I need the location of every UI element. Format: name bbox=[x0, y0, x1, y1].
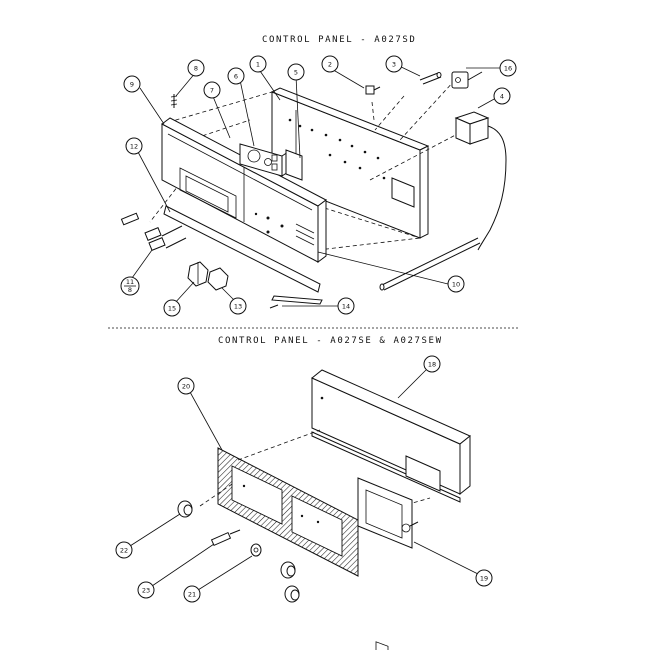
top-diagram-title: CONTROL PANEL - A027SD bbox=[262, 35, 416, 45]
callout-18: 18 bbox=[423, 355, 441, 373]
callout-14: 14 bbox=[337, 297, 355, 315]
svg-text:15: 15 bbox=[168, 305, 176, 313]
knob-15 bbox=[187, 261, 209, 287]
callout-10: 10 bbox=[447, 275, 465, 293]
callout-3: 3 bbox=[385, 55, 403, 73]
rod-10 bbox=[379, 237, 481, 291]
capillary-rod-3 bbox=[419, 72, 442, 85]
switch-box-4 bbox=[454, 111, 507, 251]
svg-text:10: 10 bbox=[452, 281, 460, 289]
callout-4: 4 bbox=[493, 87, 511, 105]
svg-text:8: 8 bbox=[128, 286, 132, 294]
callout-13: 13 bbox=[229, 297, 247, 315]
svg-text:1: 1 bbox=[256, 61, 260, 69]
callout-15: 15 bbox=[163, 299, 181, 317]
panel-knobs bbox=[280, 561, 300, 603]
shaft-23 bbox=[210, 529, 241, 547]
svg-text:12: 12 bbox=[130, 143, 138, 151]
bracket-19 bbox=[357, 477, 419, 650]
callout-8: 8 bbox=[187, 59, 205, 77]
bottom-assembly bbox=[177, 369, 471, 650]
top-callouts: 9 8 7 6 1 5 2 3 16 4 12 10 11 8 15 13 14 bbox=[120, 55, 517, 317]
svg-text:3: 3 bbox=[392, 61, 396, 69]
screw-8 bbox=[170, 94, 178, 108]
callout-16: 16 bbox=[499, 59, 517, 77]
callout-23: 23 bbox=[137, 581, 155, 599]
svg-text:4: 4 bbox=[500, 93, 504, 101]
thermostat-16 bbox=[451, 71, 483, 89]
callout-12: 12 bbox=[125, 137, 143, 155]
svg-text:20: 20 bbox=[182, 383, 190, 391]
rear-panel-18 bbox=[311, 369, 471, 503]
svg-text:8: 8 bbox=[194, 65, 198, 73]
hatched-front-panel-20 bbox=[217, 447, 359, 577]
callout-1: 1 bbox=[249, 55, 267, 73]
screw-2 bbox=[365, 85, 381, 95]
callout-22: 22 bbox=[115, 541, 133, 559]
knob-22 bbox=[177, 500, 193, 518]
svg-text:7: 7 bbox=[210, 87, 214, 95]
svg-text:22: 22 bbox=[120, 547, 128, 555]
callout-19: 19 bbox=[475, 569, 493, 587]
svg-text:5: 5 bbox=[294, 69, 298, 77]
callout-6: 6 bbox=[227, 67, 245, 85]
svg-text:2: 2 bbox=[328, 61, 332, 69]
svg-text:9: 9 bbox=[130, 81, 134, 89]
svg-text:11: 11 bbox=[126, 278, 134, 286]
bottom-callouts: 20 18 19 22 23 21 bbox=[115, 355, 493, 603]
svg-text:21: 21 bbox=[188, 591, 196, 599]
callout-5: 5 bbox=[287, 63, 305, 81]
callout-20: 20 bbox=[177, 377, 195, 395]
svg-text:18: 18 bbox=[428, 361, 436, 369]
svg-text:14: 14 bbox=[342, 303, 350, 311]
callout-11-over-8: 11 8 bbox=[120, 276, 140, 296]
svg-text:19: 19 bbox=[480, 575, 488, 583]
svg-text:16: 16 bbox=[504, 65, 512, 73]
svg-text:13: 13 bbox=[234, 303, 242, 311]
bottom-diagram-title: CONTROL PANEL - A027SE & A027SEW bbox=[218, 336, 443, 346]
svg-text:6: 6 bbox=[234, 73, 238, 81]
svg-text:23: 23 bbox=[142, 587, 150, 595]
shaft-fasteners bbox=[120, 212, 187, 251]
nut-21 bbox=[250, 543, 262, 557]
callout-9: 9 bbox=[123, 75, 141, 93]
top-assembly bbox=[120, 71, 507, 309]
screw-14 bbox=[269, 304, 279, 309]
rear-mounting-plate bbox=[270, 87, 430, 239]
callout-21: 21 bbox=[183, 585, 201, 603]
callout-2: 2 bbox=[321, 55, 339, 73]
callout-7: 7 bbox=[203, 81, 221, 99]
knob-13 bbox=[207, 267, 229, 291]
